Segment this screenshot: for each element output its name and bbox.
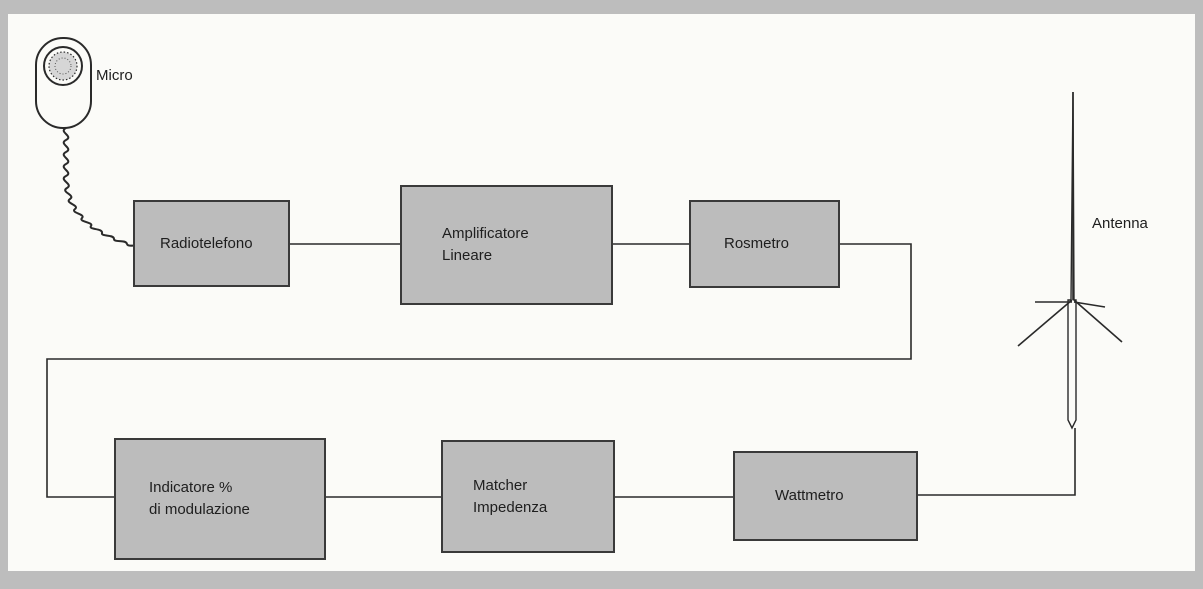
amplificatore-lineare-block: Amplificatore Lineare xyxy=(400,185,613,305)
antenna-label: Antenna xyxy=(1092,215,1148,232)
wattmetro-label: Wattmetro xyxy=(775,487,844,504)
amplificatore-label-line2: Lineare xyxy=(442,247,493,264)
indicatore-modulazione-block: Indicatore % di modulazione xyxy=(114,438,326,560)
radiotelefono-label: Radiotelefono xyxy=(160,234,253,252)
matcher-impedenza-block: Matcher Impedenza xyxy=(441,440,615,553)
wattmetro-block: Wattmetro xyxy=(733,451,918,541)
amplificatore-label-line1: Amplificatore xyxy=(442,225,529,242)
indicatore-label-line2: di modulazione xyxy=(149,501,250,518)
matcher-label-line1: Matcher xyxy=(473,476,528,494)
line-rosmetro-to-indicatore xyxy=(46,243,912,498)
rosmetro-label: Rosmetro xyxy=(724,235,790,252)
radiotelefono-block: Radiotelefono xyxy=(133,200,290,287)
antenna-icon xyxy=(1017,91,1123,430)
indicatore-label-line1: Indicatore % xyxy=(149,479,233,496)
line-wattmetro-to-antenna xyxy=(917,428,1076,496)
microphone-cable xyxy=(62,127,157,254)
matcher-label-line2: Impedenza xyxy=(473,498,548,516)
micro-label: Micro xyxy=(96,67,133,84)
microphone-icon xyxy=(35,37,92,129)
rosmetro-block: Rosmetro xyxy=(689,200,840,288)
connection-lines xyxy=(46,243,1076,498)
